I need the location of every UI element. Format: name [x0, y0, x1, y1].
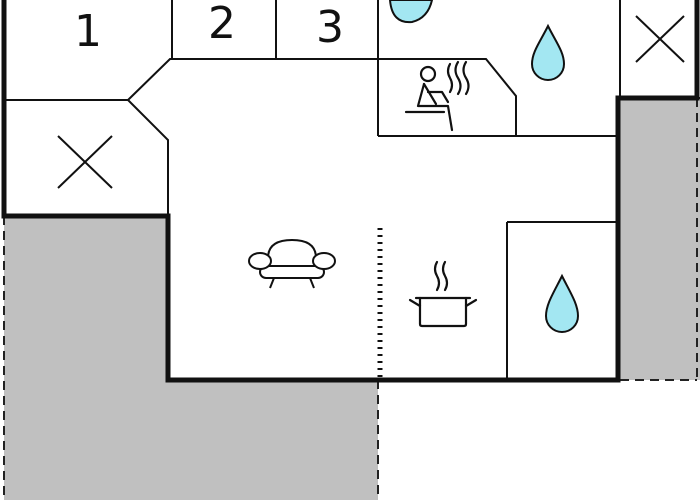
exterior-walls [1, 0, 700, 383]
interior-walls [4, 0, 700, 380]
water-drop-icon [530, 23, 566, 81]
x-cross-icon [57, 135, 113, 189]
x-cross-icon [635, 15, 685, 63]
room-label-1: 1 [74, 6, 102, 57]
terrace-right-area [620, 98, 700, 380]
room-label-3: 3 [316, 2, 344, 53]
sauna-icon [404, 60, 470, 132]
terrace-right-dashed-edge [620, 98, 698, 381]
terrace-left-area [4, 216, 378, 500]
shower-icon [388, 0, 434, 24]
water-drop-icon [544, 273, 580, 333]
room-label-2: 2 [208, 0, 236, 49]
cooking-pot-icon [408, 260, 478, 328]
sofa-icon [248, 239, 336, 289]
terrace-left-dashed-edge [3, 216, 379, 500]
